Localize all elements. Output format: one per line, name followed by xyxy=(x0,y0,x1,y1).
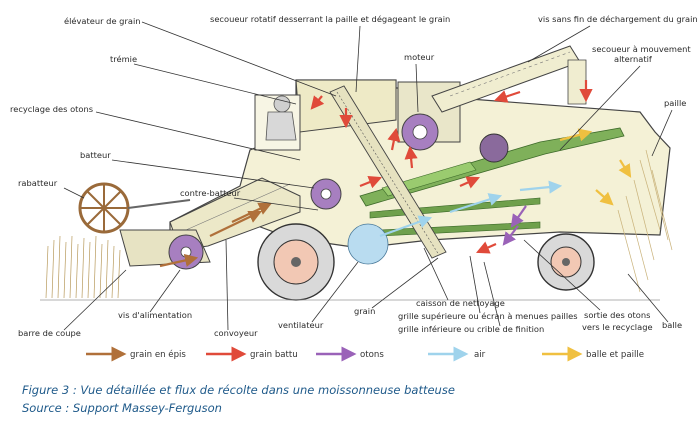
label-vis-dechargement: vis sans fin de déchargement du grain xyxy=(538,14,698,24)
crop-stubble xyxy=(45,235,121,299)
label-grille-sup: grille supérieure ou écran à menues pail… xyxy=(398,311,578,321)
figure-source: Source : Support Massey-Ferguson xyxy=(22,401,222,415)
label-vis-alimentation: vis d'alimentation xyxy=(118,310,192,320)
label-paille: paille xyxy=(664,98,686,108)
reel xyxy=(78,182,191,234)
label-secoueur-alternatif-1: secoueur à mouvement xyxy=(592,44,691,54)
legend-label: grain battu xyxy=(250,350,298,360)
label-sortie-2: vers le recyclage xyxy=(582,322,653,332)
label-sortie-1: sortie des otons xyxy=(584,310,650,320)
figure-caption: Figure 3 : Vue détaillée et flux de réco… xyxy=(22,383,455,397)
legend-label: grain en épis xyxy=(130,349,186,360)
legend-label: balle et paille xyxy=(586,350,644,360)
label-recyclage: recyclage des otons xyxy=(10,104,93,114)
label-caisson: caisson de nettoyage xyxy=(416,298,505,308)
label-contre-batteur: contre-batteur xyxy=(180,188,241,198)
legend-item-grain-battu: grain battu xyxy=(206,346,298,362)
label-elevateur: élévateur de grain xyxy=(64,16,141,26)
label-grille-inf: grille inférieure ou crible de finition xyxy=(398,324,544,334)
legend: grain en épis grain battu otons air ball… xyxy=(86,346,644,362)
straw-output xyxy=(617,149,673,293)
label-balle: balle xyxy=(662,320,682,330)
legend-label: air xyxy=(474,350,486,360)
label-barre-coupe: barre de coupe xyxy=(18,328,81,338)
legend-item-grain-en-epis: grain en épis xyxy=(86,346,186,362)
flow-arrows xyxy=(159,80,632,268)
front-wheel xyxy=(257,223,335,301)
label-ventilateur: ventilateur xyxy=(278,320,324,330)
callout-labels: élévateur de grain secoueur rotatif dess… xyxy=(10,14,698,338)
label-tremie: trémie xyxy=(110,54,137,64)
machine-body xyxy=(40,45,673,301)
legend-item-balle-et-paille: balle et paille xyxy=(542,346,644,362)
label-batteur: batteur xyxy=(80,150,111,160)
label-secoueur-rotatif: secoueur rotatif desserrant la paille et… xyxy=(210,14,450,24)
rear-wheel xyxy=(537,233,595,291)
legend-item-air: air xyxy=(428,346,486,362)
label-rabatteur: rabatteur xyxy=(18,178,58,188)
legend-item-otons: otons xyxy=(316,346,384,362)
label-grain: grain xyxy=(354,306,375,316)
legend-label: otons xyxy=(360,350,384,360)
label-secoueur-alternatif-2: alternatif xyxy=(614,54,653,64)
label-moteur: moteur xyxy=(404,52,435,62)
label-convoyeur: convoyeur xyxy=(214,328,258,338)
